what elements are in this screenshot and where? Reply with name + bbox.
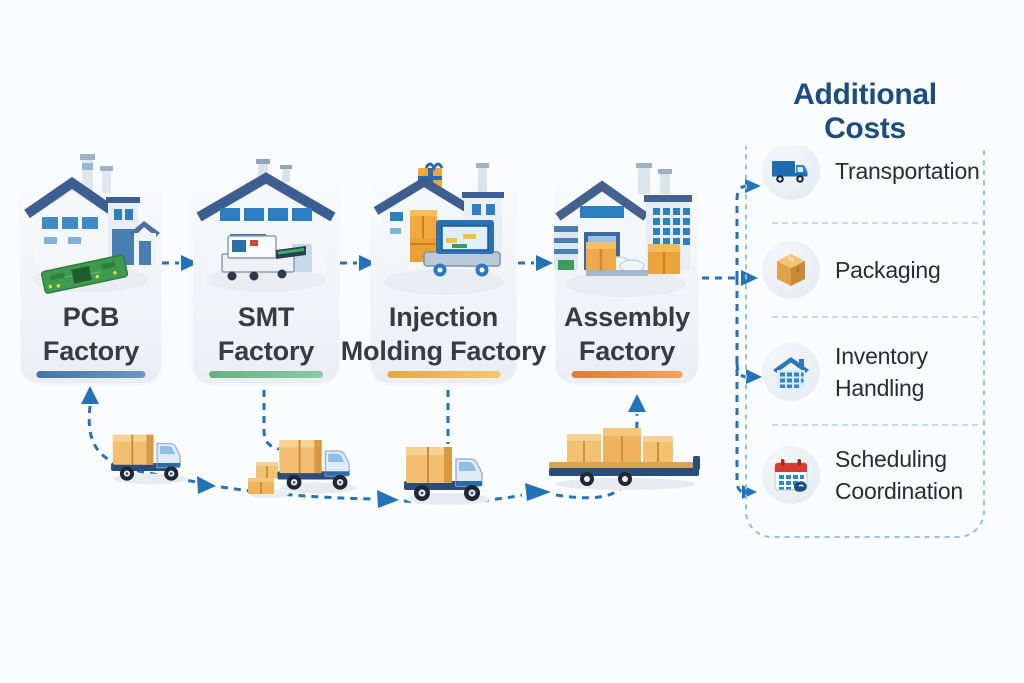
arrowhead-up-pcb: [81, 386, 99, 404]
smt-machine: [221, 235, 306, 281]
truck-icon: [772, 161, 808, 183]
stage-label-smt: SMT Factory: [217, 302, 315, 366]
arrowhead: [741, 270, 758, 286]
cost-separator: [772, 222, 978, 224]
delivery-truck-icon: [277, 440, 357, 494]
stage-label-assembly: Assembly Factory: [564, 302, 690, 366]
costs-spine-up: [735, 184, 747, 278]
cost-item-scheduling: Scheduling Coordination: [762, 442, 992, 508]
stage-accent-bar: [386, 371, 501, 378]
flatbed-trailer-icon: [549, 428, 700, 490]
arrowhead: [536, 255, 553, 271]
arrowhead: [745, 179, 761, 193]
delivery-truck-icon: [111, 434, 188, 485]
window-grid: [653, 208, 690, 245]
cost-separator: [772, 316, 978, 318]
assembly-factory-icon: [554, 163, 692, 297]
warehouse-icon: [773, 357, 809, 388]
calendar-icon: [774, 459, 808, 492]
cost-item-packaging: Packaging: [762, 237, 992, 303]
injection-molding-factory-icon: [373, 162, 504, 295]
assembly-boxes: [586, 242, 680, 274]
stage-label-pcb: PCB Factory: [42, 302, 140, 366]
costs-branch-inventory: [735, 362, 747, 379]
cost-label-inventory: Inventory Handling: [835, 343, 928, 401]
stage-accent-bar: [209, 371, 323, 378]
delivery-truck-icon: [404, 447, 490, 505]
stage-accent-bar: [36, 371, 146, 378]
cost-label-packaging: Packaging: [835, 257, 941, 283]
package-box-icon: [777, 254, 805, 286]
arrowhead: [197, 476, 216, 494]
additional-costs-title: Additional Costs: [741, 78, 989, 146]
arrowhead: [377, 490, 399, 508]
stage-accent-bar: [571, 371, 683, 378]
arrowhead: [742, 485, 757, 499]
stage-label-injection: Injection Molding Factory: [340, 302, 547, 366]
pcb-factory-icon: [24, 154, 160, 294]
awning: [554, 226, 578, 270]
arrowhead: [746, 369, 762, 384]
molding-machine: [423, 220, 501, 277]
smt-factory-icon: [196, 159, 336, 292]
cost-label-transportation: Transportation: [835, 158, 980, 184]
cost-item-inventory: Inventory Handling: [762, 339, 992, 405]
costs-spine-down: [735, 278, 745, 494]
arrowhead-up-assembly: [628, 394, 646, 412]
cost-label-scheduling: Scheduling Coordination: [835, 446, 964, 504]
cost-item-transportation: Transportation: [762, 138, 992, 204]
pcb-board: [40, 254, 129, 294]
cost-separator: [772, 424, 978, 426]
